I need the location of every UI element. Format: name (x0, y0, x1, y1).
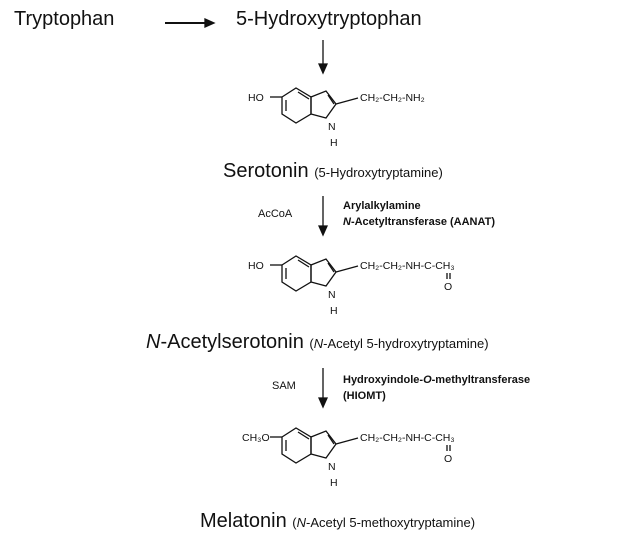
enzyme-aanat: Arylalkylamine N-Acetyltransferase (AANA… (343, 198, 495, 230)
serotonin-n: N (328, 121, 336, 133)
conversion-arrow-right (165, 17, 216, 29)
melatonin-label: Melatonin (N-Acetyl 5-methoxytryptamine) (200, 510, 475, 533)
serotonin-side-chain: CH₂-CH₂-NH₂ (360, 92, 425, 104)
serotonin-ho: HO (248, 92, 264, 104)
n-acetylserotonin-label: N-Acetylserotonin (N-Acetyl 5-hydroxytry… (146, 331, 489, 354)
n-acetylserotonin-name: -Acetylserotonin (160, 331, 304, 353)
n-acetylserotonin-side-chain: CH₂-CH₂-NH-C-CH₃ (360, 260, 455, 272)
down-arrow-3 (317, 368, 329, 409)
n-acetylserotonin-name-prefix: N (146, 331, 161, 353)
serotonin-structure: HO CH₂-CH₂-NH₂ N H (248, 87, 425, 149)
melatonin-name: Melatonin (200, 510, 287, 532)
melatonin-structure: CH₃O CH₂-CH₂-NH-C-CH₃ O N H (242, 427, 455, 489)
enzyme-hiomt-line2: (HIOMT) (343, 390, 386, 402)
enzyme-aanat-line2: N-Acetyltransferase (AANAT) (343, 216, 496, 228)
serotonin-label: Serotonin (5-Hydroxytryptamine) (223, 160, 443, 183)
serotonin-subname: (5-Hydroxytryptamine) (314, 165, 443, 180)
enzyme-hiomt: Hydroxyindole-O-methyltransferase (HIOMT… (343, 372, 530, 404)
melatonin-ch3o: CH₃O (242, 432, 270, 444)
serotonin-name: Serotonin (223, 160, 309, 182)
serotonin-h: H (330, 137, 338, 149)
melatonin-side-chain: CH₂-CH₂-NH-C-CH₃ (360, 432, 455, 444)
5-hydroxytryptophan-label: 5-Hydroxytryptophan (236, 8, 422, 30)
n-acetylserotonin-carbonyl-o: O (444, 281, 452, 293)
n-acetylserotonin-structure: HO CH₂-CH₂-NH-C-CH₃ O N H (248, 255, 455, 317)
down-arrow-1 (317, 40, 329, 75)
n-acetylserotonin-n: N (328, 289, 336, 301)
cofactor-sam: SAM (272, 380, 296, 392)
tryptophan-label: Tryptophan (14, 8, 115, 30)
melatonin-carbonyl-o: O (444, 453, 452, 465)
melatonin-h: H (330, 477, 338, 489)
enzyme-hiomt-line1: Hydroxyindole-O-methyltransferase (343, 374, 531, 386)
n-acetylserotonin-h: H (330, 305, 338, 317)
cofactor-accoa: AcCoA (258, 208, 293, 220)
n-acetylserotonin-subname: (N-Acetyl 5-hydroxytryptamine) (309, 336, 489, 351)
enzyme-aanat-line1: Arylalkylamine (343, 200, 421, 212)
melatonin-subname: (N-Acetyl 5-methoxytryptamine) (292, 515, 476, 530)
melatonin-n: N (328, 461, 336, 473)
down-arrow-2 (317, 196, 329, 237)
n-acetylserotonin-ho: HO (248, 260, 264, 272)
